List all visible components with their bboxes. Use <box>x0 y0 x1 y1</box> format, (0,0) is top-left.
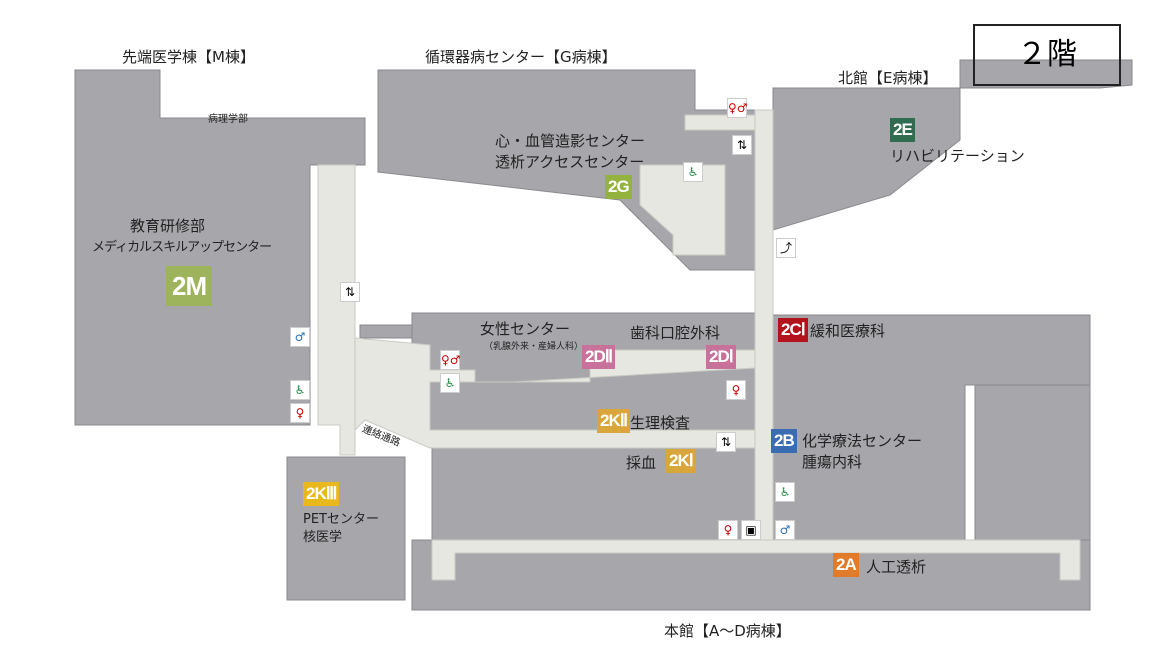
badge-2b: 2B <box>771 429 797 453</box>
badge-2g: 2G <box>605 175 632 199</box>
building-label-m: 先端医学棟【M棟】 <box>122 48 255 66</box>
building-label-main: 本館【A〜D病棟】 <box>664 622 791 640</box>
building-label-e: 北館【E病棟】 <box>838 69 938 87</box>
corridor-west <box>317 164 356 456</box>
atm-icon: ▣ <box>741 520 761 540</box>
accessible-restroom-icon: ♿ <box>440 373 460 393</box>
elevator-icon: ⇅ <box>732 135 752 155</box>
corridor-north <box>684 114 761 131</box>
badge-2d1: 2DⅠ <box>706 345 736 369</box>
area-nuclear: 核医学 <box>303 530 343 545</box>
area-women-sub: （乳腺外来・産婦人科） <box>484 342 584 352</box>
escalator-icon: ⤴ <box>776 238 796 258</box>
connector-block <box>359 324 413 339</box>
area-dialysis-access: 透析アクセスセンター <box>495 153 645 171</box>
mens-restroom-icon: ♂ <box>775 520 795 540</box>
elevator-icon: ⇅ <box>716 432 736 452</box>
area-dialysis: 人工透析 <box>866 558 927 576</box>
building-label-g: 循環器病センター【G病棟】 <box>425 48 617 66</box>
area-rehab: リハビリテーション <box>890 147 1025 165</box>
badge-2d2: 2DⅡ <box>582 345 616 369</box>
area-cardio: 心・血管造影センター <box>495 132 646 150</box>
area-pet: PETセンター <box>303 512 379 527</box>
area-physio: 生理検査 <box>630 414 691 432</box>
badge-2e: 2E <box>890 118 915 142</box>
restroom-icon: ♀♂ <box>440 350 461 370</box>
e-building <box>772 59 1133 231</box>
mens-restroom-icon: ♂ <box>290 327 310 347</box>
corridor-south <box>431 539 1081 581</box>
badge-2k3: 2KⅢ <box>303 482 340 506</box>
accessible-restroom-icon: ♿ <box>775 482 795 502</box>
accessible-restroom-icon: ♿ <box>683 162 703 182</box>
corridor-link <box>354 337 756 449</box>
womens-restroom-icon: ♀ <box>718 520 738 540</box>
badge-2a: 2A <box>833 553 859 577</box>
area-skills: メディカルスキルアップセンター <box>92 240 272 255</box>
womens-restroom-icon: ♀ <box>726 380 746 400</box>
area-chemo: 化学療法センター <box>802 432 923 450</box>
area-women: 女性センター <box>480 320 571 338</box>
floor-label: ２階 <box>973 24 1121 86</box>
corridor-g <box>639 164 726 256</box>
far-right-block <box>974 384 1091 541</box>
accessible-restroom-icon: ♿ <box>290 380 310 400</box>
area-dental: 歯科口腔外科 <box>630 324 721 342</box>
area-blood: 採血 <box>626 454 657 472</box>
elevator-icon: ⇅ <box>340 282 360 302</box>
badge-2m: 2M <box>166 266 213 306</box>
area-palliative: 緩和医療科 <box>810 322 886 340</box>
badge-2k1: 2KⅠ <box>666 449 696 473</box>
area-education: 教育研修部 <box>130 217 206 235</box>
area-pathology: 病理学部 <box>208 114 248 125</box>
restroom-icon: ♀♂ <box>727 98 748 118</box>
badge-2k2: 2KⅡ <box>597 409 631 433</box>
womens-restroom-icon: ♀ <box>290 403 310 423</box>
area-oncology: 腫瘍内科 <box>802 453 863 471</box>
corridor-east <box>754 109 774 546</box>
badge-2c1: 2CⅠ <box>778 318 808 342</box>
